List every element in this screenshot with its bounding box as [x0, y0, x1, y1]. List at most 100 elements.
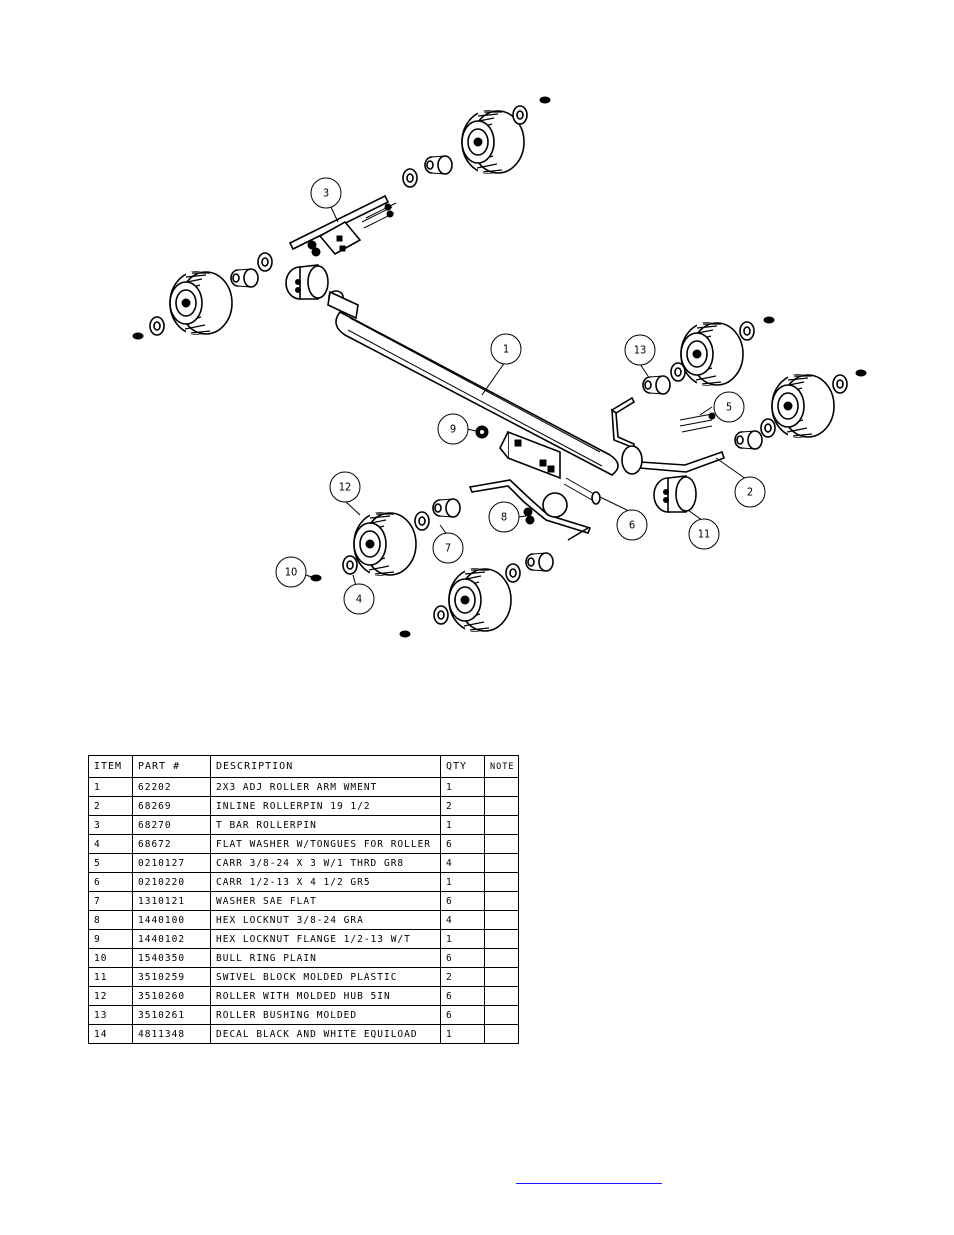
svg-text:9: 9	[450, 423, 456, 436]
roller-bottom-center	[399, 552, 554, 638]
svg-text:8: 8	[501, 511, 507, 524]
cell-description: CARR 3/8-24 X 3 W/1 THRD GR8	[210, 853, 441, 873]
col-header-qty: QTY	[440, 755, 485, 778]
cell-item: 1	[88, 777, 133, 797]
footer-link[interactable]	[516, 1171, 662, 1184]
svg-text:2: 2	[747, 486, 753, 499]
cell-part: 68672	[132, 834, 211, 854]
cell-qty: 1	[440, 872, 485, 892]
cell-qty: 1	[440, 1024, 485, 1044]
inline-rollerpin-upper	[610, 396, 726, 473]
callout-3: 3	[310, 177, 342, 209]
cell-part: 68270	[132, 815, 211, 835]
cell-note	[484, 891, 519, 911]
col-header-note: NOTE	[484, 755, 519, 778]
col-header-description: DESCRIPTION	[210, 755, 441, 778]
cell-part: 3510260	[132, 986, 211, 1006]
cell-description: SWIVEL BLOCK MOLDED PLASTIC	[210, 967, 441, 987]
cell-item: 10	[88, 948, 133, 968]
swivel-plate	[542, 492, 568, 518]
cell-note	[484, 929, 519, 949]
callout-7: 7	[432, 532, 464, 564]
cell-note	[484, 815, 519, 835]
roller-right-upper	[642, 316, 775, 395]
cell-description: ROLLER WITH MOLDED HUB 5IN	[210, 986, 441, 1006]
cell-part: 68269	[132, 796, 211, 816]
cell-qty: 2	[440, 796, 485, 816]
cell-note	[484, 967, 519, 987]
swivel-block-lower	[653, 475, 697, 513]
cell-qty: 4	[440, 853, 485, 873]
t-bar-rollerpin	[288, 194, 390, 256]
callout-9: 9	[437, 413, 469, 445]
cell-item: 9	[88, 929, 133, 949]
table-header-row: ITEM PART # DESCRIPTION QTY NOTE	[88, 755, 519, 778]
callout-8: 8	[488, 501, 520, 533]
cell-note	[484, 1024, 519, 1044]
cell-description: WASHER SAE FLAT	[210, 891, 441, 911]
hex-locknuts	[523, 507, 535, 525]
svg-text:12: 12	[339, 481, 352, 494]
callout-13: 13	[624, 334, 656, 366]
cell-part: 3510259	[132, 967, 211, 987]
cell-qty: 6	[440, 948, 485, 968]
cell-part: 4811348	[132, 1024, 211, 1044]
callout-1: 1	[490, 333, 522, 365]
cell-item: 6	[88, 872, 133, 892]
cell-qty: 6	[440, 834, 485, 854]
cell-note	[484, 777, 519, 797]
svg-text:3: 3	[323, 187, 329, 200]
swivel-block-upper	[285, 264, 329, 300]
cell-qty: 1	[440, 815, 485, 835]
cell-description: ROLLER BUSHING MOLDED	[210, 1005, 441, 1025]
cell-description: T BAR ROLLERPIN	[210, 815, 441, 835]
callout-6: 6	[616, 509, 648, 541]
cell-qty: 6	[440, 891, 485, 911]
carriage-bolts-top	[307, 202, 397, 257]
cell-qty: 6	[440, 986, 485, 1006]
cell-item: 5	[88, 853, 133, 873]
cell-description: HEX LOCKNUT FLANGE 1/2-13 W/T	[210, 929, 441, 949]
callout-4: 4	[343, 583, 375, 615]
svg-text:7: 7	[445, 542, 451, 555]
cell-item: 2	[88, 796, 133, 816]
svg-text:13: 13	[634, 344, 647, 357]
svg-text:10: 10	[285, 566, 298, 579]
cell-item: 12	[88, 986, 133, 1006]
svg-text:5: 5	[726, 401, 732, 414]
cell-qty: 1	[440, 929, 485, 949]
svg-text:1: 1	[503, 343, 509, 356]
cell-part: 1310121	[132, 891, 211, 911]
cell-part: 3510261	[132, 1005, 211, 1025]
callout-10: 10	[275, 556, 307, 588]
cell-note	[484, 834, 519, 854]
callout-2: 2	[734, 476, 766, 508]
cell-description: DECAL BLACK AND WHITE EQUILOAD	[210, 1024, 441, 1044]
cell-qty: 6	[440, 1005, 485, 1025]
cell-description: BULL RING PLAIN	[210, 948, 441, 968]
svg-text:4: 4	[356, 593, 362, 606]
cell-item: 11	[88, 967, 133, 987]
col-header-part: PART #	[132, 755, 211, 778]
cell-item: 14	[88, 1024, 133, 1044]
cell-description: FLAT WASHER W/TONGUES FOR ROLLER	[210, 834, 441, 854]
callout-11: 11	[688, 518, 720, 550]
cell-qty: 1	[440, 777, 485, 797]
carriage-bolt-long	[563, 477, 601, 505]
carriage-bolts-pair	[679, 412, 716, 433]
cell-part: 1440100	[132, 910, 211, 930]
cell-note	[484, 986, 519, 1006]
cell-item: 4	[88, 834, 133, 854]
roller-top	[402, 96, 551, 188]
cell-qty: 2	[440, 967, 485, 987]
